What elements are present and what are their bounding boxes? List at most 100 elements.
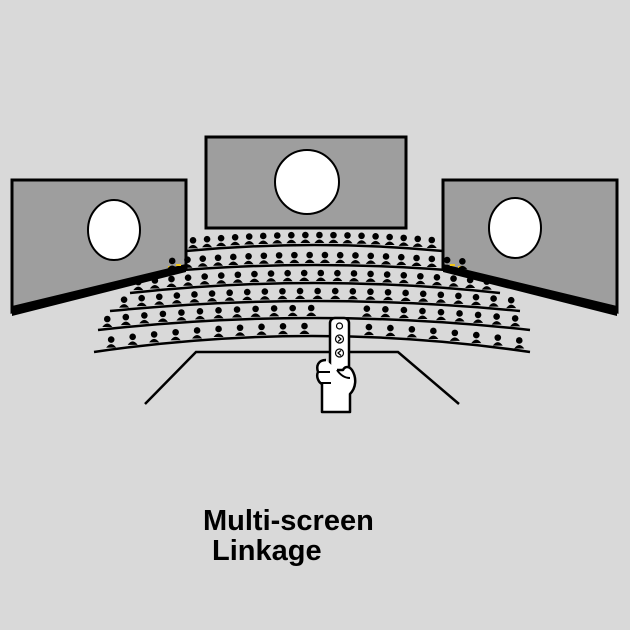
audience-member-icon bbox=[300, 231, 311, 244]
audience-member-icon bbox=[127, 333, 138, 345]
left-screen-spotlight bbox=[87, 199, 141, 261]
audience-member-icon bbox=[350, 252, 361, 264]
previous-button-icon bbox=[334, 348, 345, 358]
audience-member-icon bbox=[266, 270, 277, 282]
audience-member-icon bbox=[249, 270, 260, 283]
audience-member-icon bbox=[299, 322, 310, 335]
audience-member-icon bbox=[426, 255, 437, 267]
audience-member-icon bbox=[332, 269, 343, 282]
audience-member-icon bbox=[398, 306, 409, 319]
audience-member-icon bbox=[471, 293, 482, 306]
audience-member-icon bbox=[243, 252, 254, 265]
audience-member-icon bbox=[312, 287, 323, 300]
seat-row bbox=[159, 263, 471, 274]
audience-member-icon bbox=[295, 287, 306, 300]
audience-member-icon bbox=[182, 256, 193, 268]
audience-member-icon bbox=[106, 336, 117, 348]
audience-member-icon bbox=[188, 237, 199, 249]
audience-member-icon bbox=[213, 325, 224, 337]
audience-member-icon bbox=[415, 272, 426, 285]
audience-member-icon bbox=[216, 234, 227, 247]
audience-member-icon bbox=[149, 331, 160, 343]
audience-member-icon bbox=[192, 327, 203, 339]
audience-member-icon bbox=[365, 252, 376, 264]
audience-member-icon bbox=[449, 329, 460, 341]
audience-member-icon bbox=[282, 269, 293, 282]
audience-member-icon bbox=[382, 271, 393, 283]
audience-member-icon bbox=[167, 257, 178, 269]
audience-member-icon bbox=[412, 235, 423, 247]
audience-member-icon bbox=[435, 291, 446, 303]
audience-member-icon bbox=[363, 323, 374, 336]
audience-member-icon bbox=[418, 290, 429, 302]
audience-member-icon bbox=[365, 288, 376, 300]
audience-member-icon bbox=[258, 252, 269, 264]
audience-member-icon bbox=[120, 313, 131, 326]
seat-row bbox=[109, 299, 521, 313]
audience-member-icon bbox=[235, 324, 246, 336]
right-status-light bbox=[450, 264, 455, 266]
audience-member-icon bbox=[213, 254, 224, 266]
hand-with-remote bbox=[315, 316, 357, 414]
audience-member-icon bbox=[384, 233, 395, 246]
audience-member-icon bbox=[385, 324, 396, 337]
audience-member-icon bbox=[471, 331, 482, 344]
audience-member-icon bbox=[319, 251, 330, 264]
audience-member-icon bbox=[199, 273, 210, 285]
right-screen-spotlight bbox=[488, 197, 542, 259]
audience-member-icon bbox=[315, 269, 326, 282]
audience-member-icon bbox=[411, 254, 422, 267]
audience-member-icon bbox=[183, 274, 194, 286]
audience-member-icon bbox=[189, 291, 200, 303]
audience-member-icon bbox=[448, 275, 459, 287]
audience-member-icon bbox=[306, 304, 317, 317]
audience-member-icon bbox=[119, 296, 130, 308]
seat-row bbox=[185, 243, 444, 253]
audience-member-icon bbox=[342, 232, 353, 244]
audience-member-icon bbox=[335, 251, 346, 264]
audience-member-icon bbox=[365, 270, 376, 282]
audience-member-icon bbox=[348, 270, 359, 282]
audience-member-icon bbox=[465, 276, 476, 289]
audience-member-icon bbox=[228, 253, 239, 265]
audience-member-icon bbox=[481, 278, 492, 290]
audience-member-icon bbox=[230, 233, 241, 246]
audience-member-icon bbox=[232, 306, 243, 318]
audience-member-icon bbox=[436, 308, 447, 321]
next-button-icon bbox=[334, 334, 345, 344]
audience-member-icon bbox=[361, 305, 372, 317]
audience-member-icon bbox=[278, 322, 289, 335]
audience-member-icon bbox=[454, 310, 465, 322]
audience-member-icon bbox=[473, 311, 484, 323]
audience-member-icon bbox=[207, 290, 218, 302]
audience-member-icon bbox=[258, 232, 269, 244]
right-projection-screen bbox=[441, 178, 619, 316]
audience-member-icon bbox=[426, 236, 437, 248]
audience-member-icon bbox=[406, 326, 417, 338]
audience-member-icon bbox=[149, 277, 160, 289]
audience-member-icon bbox=[453, 292, 464, 304]
audience-member-icon bbox=[506, 296, 517, 309]
left-projection-screen bbox=[10, 178, 188, 316]
audience-member-icon bbox=[492, 334, 503, 346]
audience-member-icon bbox=[488, 295, 499, 307]
seat-row bbox=[97, 316, 531, 332]
audience-member-icon bbox=[289, 251, 300, 264]
power-button-icon bbox=[335, 322, 344, 330]
audience-member-icon bbox=[176, 309, 187, 321]
audience-member-icon bbox=[330, 287, 341, 300]
audience-member-icon bbox=[287, 304, 298, 317]
audience-member-icon bbox=[398, 272, 409, 284]
audience-member-icon bbox=[216, 272, 227, 284]
audience-member-icon bbox=[166, 275, 177, 288]
audience-member-icon bbox=[157, 310, 168, 322]
audience-member-icon bbox=[102, 315, 113, 327]
audience-member-icon bbox=[242, 288, 253, 301]
audience-rows bbox=[93, 231, 531, 354]
audience-member-icon bbox=[194, 308, 205, 320]
audience-member-icon bbox=[383, 288, 394, 301]
audience-member-icon bbox=[154, 293, 165, 305]
audience-member-icon bbox=[269, 305, 280, 317]
